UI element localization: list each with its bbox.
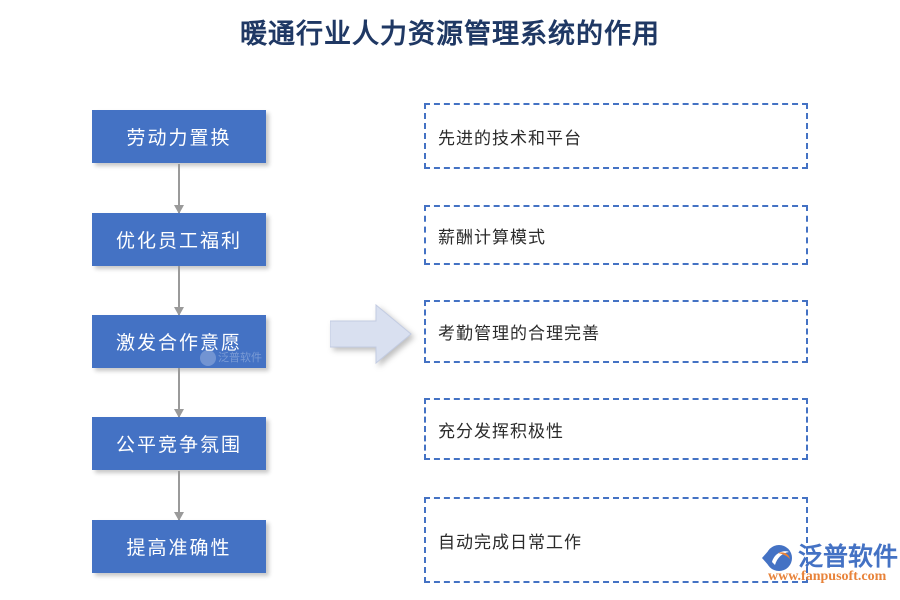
flow-connector-2-3 bbox=[174, 266, 184, 316]
page-title: 暖通行业人力资源管理系统的作用 bbox=[240, 19, 660, 49]
flow-connector-3-4 bbox=[174, 368, 184, 418]
note-box-3[interactable]: 考勤管理的合理完善 bbox=[424, 300, 808, 363]
benefit-notes-column: 先进的技术和平台 薪酬计算模式 考勤管理的合理完善 充分发挥积极性 自动完成日常… bbox=[424, 103, 808, 583]
process-flow-column: 劳动力置换 优化员工福利 激发合作意愿 公平竞争氛围 提高准确性 bbox=[92, 110, 266, 573]
flow-connector-4-5 bbox=[174, 471, 184, 521]
note-box-2-label: 薪酬计算模式 bbox=[438, 227, 546, 247]
process-box-3-label: 激发合作意愿 bbox=[115, 333, 242, 354]
brand-watermark-name: 泛普软件 bbox=[798, 543, 899, 571]
note-box-3-label: 考勤管理的合理完善 bbox=[438, 324, 600, 343]
process-box-2[interactable]: 优化员工福利 bbox=[92, 213, 266, 266]
process-box-4-label: 公平竞争氛围 bbox=[115, 435, 242, 456]
flow-connector-1-2 bbox=[174, 164, 184, 214]
note-box-5[interactable]: 自动完成日常工作 bbox=[424, 497, 808, 583]
process-box-1[interactable]: 劳动力置换 bbox=[92, 110, 266, 163]
right-arrow-icon bbox=[330, 303, 412, 365]
process-box-1-label: 劳动力置换 bbox=[126, 128, 232, 149]
note-box-2[interactable]: 薪酬计算模式 bbox=[424, 205, 808, 265]
process-box-4[interactable]: 公平竞争氛围 bbox=[92, 417, 266, 470]
process-box-3[interactable]: 激发合作意愿 bbox=[92, 315, 266, 368]
process-box-5-label: 提高准确性 bbox=[126, 538, 232, 559]
note-box-4-label: 充分发挥积极性 bbox=[438, 421, 564, 441]
note-box-1[interactable]: 先进的技术和平台 bbox=[424, 103, 808, 169]
note-box-4[interactable]: 充分发挥积极性 bbox=[424, 398, 808, 460]
process-box-2-label: 优化员工福利 bbox=[115, 231, 242, 252]
process-box-5[interactable]: 提高准确性 bbox=[92, 520, 266, 573]
note-box-1-label: 先进的技术和平台 bbox=[438, 128, 582, 148]
note-box-5-label: 自动完成日常工作 bbox=[438, 532, 582, 552]
